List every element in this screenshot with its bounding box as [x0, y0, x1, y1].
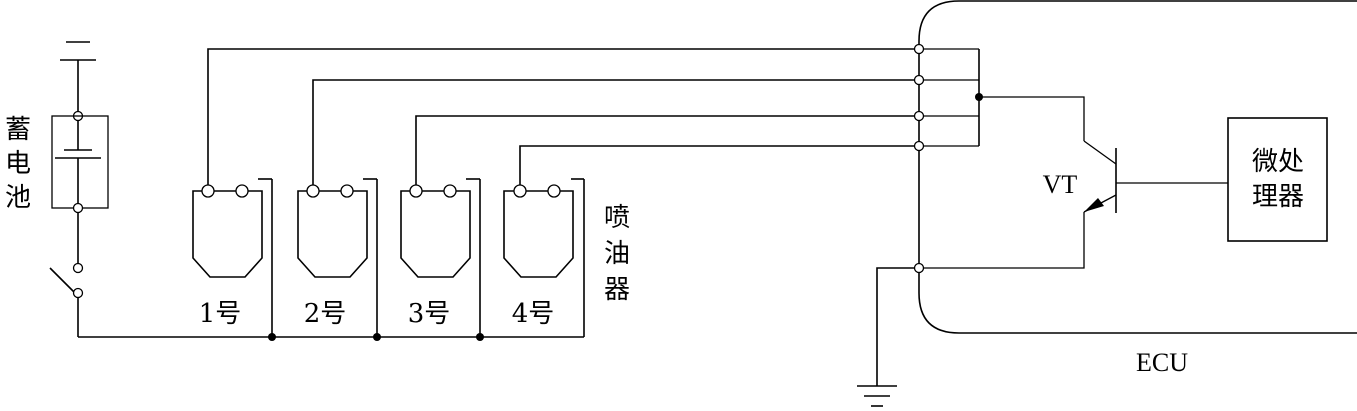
injector-1 [192, 184, 263, 278]
injector-4 [503, 184, 574, 278]
ignition-switch [49, 213, 84, 337]
svg-text:蓄: 蓄 [5, 115, 31, 145]
injector-1-label: 1号 [199, 299, 242, 329]
ecu-internal-wiring [924, 48, 1085, 269]
ecu-terminals [913, 43, 925, 274]
transistor-label: VT [1043, 170, 1078, 199]
injector-3 [400, 184, 471, 278]
ecu-label: ECU [1136, 348, 1188, 377]
injector-labels: 1号 2号 3号 4号 [199, 299, 555, 329]
transistor-vt [1083, 140, 1228, 213]
supply-bus [78, 178, 585, 341]
injector-4-label: 4号 [512, 299, 555, 329]
microprocessor: 微处 理器 [1227, 117, 1328, 242]
battery-label: 蓄 电 池 [5, 115, 31, 213]
signal-wires [207, 48, 914, 185]
svg-text:器: 器 [604, 275, 630, 305]
svg-text:喷: 喷 [604, 203, 630, 233]
injector-2 [297, 184, 368, 278]
svg-text:油: 油 [604, 239, 630, 269]
svg-text:电: 电 [5, 149, 31, 179]
battery [51, 41, 109, 214]
ecu-box [918, 0, 1357, 334]
svg-text:微处: 微处 [1252, 147, 1304, 177]
ground-symbol [857, 267, 914, 407]
injector-group-label: 喷 油 器 [604, 203, 630, 305]
injector-3-label: 3号 [408, 299, 451, 329]
svg-text:理器: 理器 [1252, 182, 1304, 212]
injector-2-label: 2号 [304, 299, 347, 329]
svg-text:池: 池 [5, 183, 31, 213]
